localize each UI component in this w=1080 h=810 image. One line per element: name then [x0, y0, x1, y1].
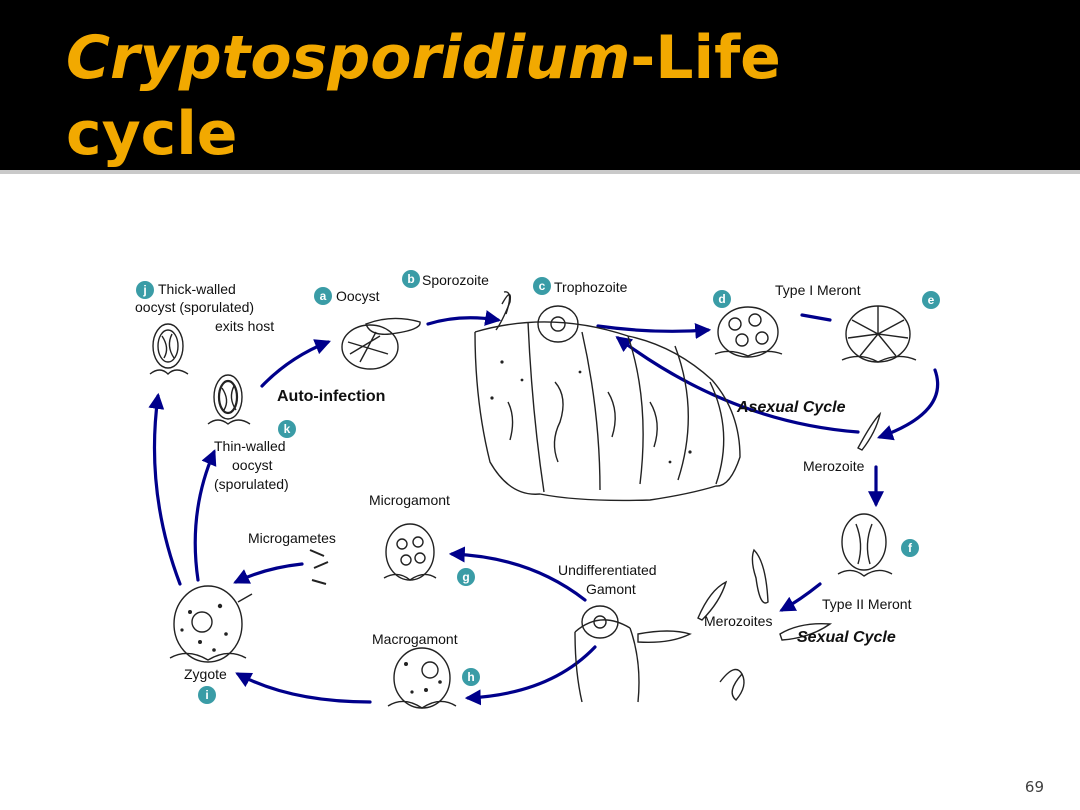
arrow-typeI-to-merozoite [876, 368, 940, 441]
sporozoite-drawing [495, 291, 512, 331]
cycle-labels: Auto-infection Asexual Cycle Sexual Cycl… [277, 388, 896, 646]
badge-c: c [533, 277, 551, 295]
label-thick-walled-3: exits host [215, 318, 274, 334]
label-zygote: Zygote [184, 666, 227, 682]
label-sexual-cycle: Sexual Cycle [797, 629, 896, 646]
title-rest: -Life cycle [66, 23, 781, 169]
label-oocyst: Oocyst [336, 288, 380, 304]
microgametes-drawing [309, 549, 329, 585]
arrow-microgametes-to-zygote [233, 562, 304, 584]
thick-walled-oocyst-drawing [149, 323, 189, 375]
cycle-arrows [148, 310, 940, 706]
badge-g: g [457, 568, 475, 586]
zygote-drawing [169, 585, 253, 663]
arrow-oocyst-to-sporozoite [426, 310, 502, 326]
label-type-i-meront: Type I Meront [775, 282, 861, 298]
label-thin-walled-3: (sporulated) [214, 476, 289, 492]
label-trophozoite: Trophozoite [554, 279, 628, 295]
illustrations [149, 291, 917, 709]
merozoites-drawing [697, 548, 833, 701]
badge-a: a [314, 287, 332, 305]
stage-labels: Thick-walled oocyst (sporulated) exits h… [135, 272, 912, 682]
arrow-zygote-to-thinwalled [193, 449, 217, 582]
oocyst-drawing [341, 317, 421, 370]
badge-j: j [136, 281, 154, 299]
badge-f: f [901, 539, 919, 557]
label-microgamont: Microgamont [369, 492, 450, 508]
badge-i: i [198, 686, 216, 704]
svg-text:h: h [467, 670, 474, 684]
svg-text:d: d [718, 292, 725, 306]
microgamont-drawing [383, 523, 437, 581]
svg-text:c: c [539, 279, 546, 293]
arrow-typeII-to-merozoites [779, 582, 822, 612]
label-thick-walled-2: oocyst (sporulated) [135, 299, 254, 315]
svg-text:a: a [320, 289, 327, 303]
label-auto-infection: Auto-infection [277, 388, 385, 405]
slide-title: Cryptosporidium-Life cycle [66, 20, 966, 172]
label-microgametes: Microgametes [248, 530, 336, 546]
svg-text:j: j [142, 283, 146, 297]
arrow-typeI-mid [800, 313, 832, 322]
svg-text:f: f [908, 541, 913, 555]
label-merozoites: Merozoites [704, 613, 772, 629]
label-thin-walled-2: oocyst [232, 457, 273, 473]
slide-header [0, 0, 1080, 170]
page-number: 69 [1024, 778, 1044, 796]
title-italic: Cryptosporidium [66, 23, 631, 93]
merozoite-drawing [857, 411, 882, 451]
stipple-dots [180, 360, 692, 694]
trophozoite-host-cells-drawing [474, 305, 741, 502]
svg-text:g: g [462, 570, 469, 584]
svg-text:b: b [407, 272, 414, 286]
svg-text:k: k [284, 422, 291, 436]
gamont-drawing [574, 605, 692, 703]
label-thin-walled: Thin-walled [214, 438, 286, 454]
badge-k: k [278, 420, 296, 438]
badge-e: e [922, 291, 940, 309]
arrow-trophozoite-to-typeI [596, 322, 712, 339]
label-asexual-cycle: Asexual Cycle [736, 399, 846, 416]
arrow-macrogamont-to-zygote [235, 672, 372, 704]
arrow-thinwalled-to-oocyst [260, 339, 331, 388]
svg-text:e: e [928, 293, 935, 307]
type-ii-meront-drawing [837, 513, 893, 577]
arrow-zygote-to-thickwalled [148, 392, 182, 586]
badge-b: b [402, 270, 420, 288]
life-cycle-diagram: j a b c d e k f g h i Thick-walled oocys… [135, 270, 940, 709]
type-i-meront-early-drawing [714, 306, 783, 358]
badge-d: d [713, 290, 731, 308]
label-merozoite: Merozoite [803, 458, 865, 474]
stage-badges: j a b c d e k f g h i [136, 270, 940, 704]
label-sporozoite: Sporozoite [422, 272, 489, 288]
arrow-merozoite-to-trophozoite [615, 336, 860, 434]
label-macrogamont: Macrogamont [372, 631, 458, 647]
type-i-meront-mature-drawing [841, 305, 917, 363]
thin-walled-oocyst-drawing [207, 374, 251, 425]
label-gamont: Gamont [586, 581, 636, 597]
label-thick-walled: Thick-walled [158, 281, 236, 297]
arrow-gamont-to-microgamont [448, 546, 587, 602]
label-undifferentiated: Undifferentiated [558, 562, 657, 578]
header-divider [0, 170, 1080, 174]
label-type-ii-meront: Type II Meront [822, 596, 912, 612]
macrogamont-drawing [387, 647, 457, 709]
svg-text:i: i [205, 688, 208, 702]
badge-h: h [462, 668, 480, 686]
arrow-gamont-to-macrogamont [464, 645, 597, 706]
